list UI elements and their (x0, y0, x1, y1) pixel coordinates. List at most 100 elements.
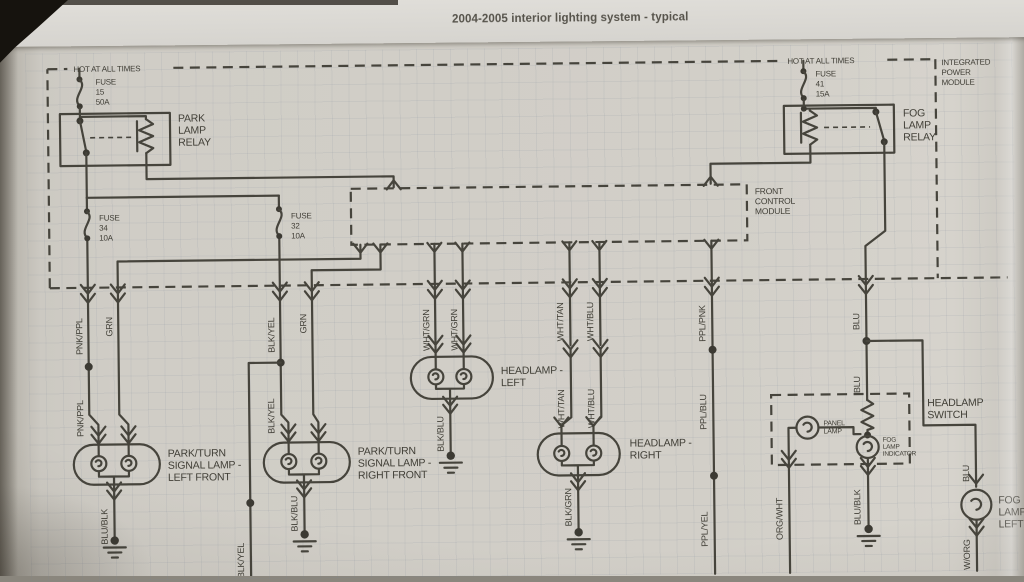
fuse-41-symbol (799, 67, 808, 103)
svg-text:SWITCH: SWITCH (927, 409, 967, 421)
fuse-41-label: FUSE (815, 69, 836, 78)
wire-label-ppl-pnk: PPL/PNK (697, 305, 707, 342)
park-lamp-relay: FUSE 15 50A PARK LAMP RELAY (58, 67, 395, 199)
svg-text:MODULE: MODULE (942, 78, 975, 87)
page-left-edge-shadow (0, 38, 18, 576)
wire-label-wht-tan: WHT/TAN (556, 389, 566, 428)
pt-right-label: PARK/TURN (358, 445, 416, 458)
svg-text:32: 32 (291, 221, 300, 230)
park-turn-lamp-right-front: PARK/TURN SIGNAL LAMP - RIGHT FRONT (246, 285, 432, 576)
headlamp-right-label: HEADLAMP - (630, 437, 693, 450)
wire-label-wht-grn: WHT/GRN (449, 309, 459, 351)
wire-label-blu-blk: BLU/BLK (852, 489, 862, 525)
fog-relay-label: FOG (903, 107, 925, 119)
headlamp-right: HEADLAMP - RIGHT (536, 338, 693, 551)
bulb-icon (280, 452, 298, 471)
bulb-icon (553, 444, 571, 463)
wire-label-org-wht: ORG/WHT (774, 497, 784, 540)
park-relay-label: PARK (178, 112, 205, 124)
svg-text:15A: 15A (816, 89, 831, 98)
bulb-icon (310, 452, 328, 470)
svg-text:INDICATOR: INDICATOR (883, 450, 917, 457)
junction-dot (710, 471, 719, 480)
panel-lamp-bulb (795, 415, 820, 440)
headlamp-switch: PANEL LAMP FOG LAMP INDICATOR HEADLAMP S… (769, 278, 984, 574)
ground-symbol (438, 450, 464, 474)
fuse-32-label: FUSE (291, 211, 312, 220)
headlamp-switch-label: HEADLAMP (927, 397, 983, 410)
wire-label-blk-grn: BLK/GRN (563, 488, 573, 526)
wire-label-blk-yel: BLK/YEL (266, 317, 276, 352)
bulb-icon (455, 367, 473, 386)
junction-dot (708, 345, 717, 354)
wire-label-pnk-ppl: PNK/PPL (75, 400, 85, 437)
wire-label-blu: BLU (961, 465, 971, 482)
park-turn-lamp-left-front: PARK/TURN SIGNAL LAMP - LEFT FRONT (72, 287, 242, 559)
ground-symbol (856, 523, 881, 548)
fuse-34-and-32: FUSE 34 10A FUSE 32 10A (82, 194, 312, 290)
pt-left-label: PARK/TURN (168, 447, 226, 460)
svg-text:RIGHT FRONT: RIGHT FRONT (358, 469, 428, 482)
bulb-icon (585, 444, 603, 462)
svg-text:34: 34 (99, 224, 108, 233)
ground-symbol (292, 528, 317, 553)
fuse-15-label: FUSE (95, 77, 116, 86)
svg-text:CONTROL: CONTROL (755, 196, 796, 206)
panel-lamp-label: PANEL (823, 420, 845, 427)
svg-text:LAMP: LAMP (178, 124, 206, 136)
hot-at-all-times-right: HOT AT ALL TIMES (787, 56, 854, 66)
wire-label-blk-yel: BLK/YEL (266, 398, 276, 433)
svg-text:LAMP: LAMP (903, 119, 931, 131)
wire-label-wht-grn: WHT/GRN (421, 309, 431, 351)
wire-label-blk-blu: BLK/BLU (435, 416, 445, 452)
wire-label-pnk-ppl: PNK/PPL (74, 318, 84, 355)
wire-label-grn: GRN (298, 314, 308, 334)
resistor-symbol (860, 398, 875, 432)
svg-text:10A: 10A (291, 231, 306, 240)
wire-label-ppl-blu: PPL/BLU (698, 394, 708, 430)
fuse-32-symbol (274, 205, 284, 241)
headlamp-left: HEADLAMP - LEFT (409, 334, 564, 474)
wire-label-w-org: W/ORG (962, 539, 972, 570)
svg-text:RELAY: RELAY (178, 136, 211, 148)
fuse-15-symbol (75, 75, 84, 111)
hot-at-all-times-left: HOT AT ALL TIMES (73, 64, 140, 74)
svg-text:LAMP: LAMP (823, 428, 842, 435)
svg-text:POWER: POWER (941, 68, 971, 77)
wire-labels: PNK/PPL GRN BLK/YEL GRN WHT/GRN WHT/GRN … (74, 302, 972, 576)
fog-lamp-label: FOG (998, 494, 1020, 506)
book-top-edge (46, 0, 398, 5)
wire-label-blu: BLU (852, 376, 862, 393)
fog-relay-coil (799, 109, 819, 146)
wire-label-wht-tan: WHT/TAN (555, 302, 565, 341)
svg-text:LEFT: LEFT (501, 377, 527, 389)
wire-label-blu-blk: BLU/BLK (99, 509, 109, 545)
svg-text:RELAY: RELAY (903, 131, 936, 143)
ipm-connectors (79, 274, 875, 304)
ground-symbol (566, 526, 591, 551)
ipm-label: INTEGRATED (941, 58, 990, 68)
headlamp-left-label: HEADLAMP - (501, 364, 564, 377)
page-right-curl (996, 0, 1024, 576)
svg-text:41: 41 (816, 79, 825, 88)
svg-text:50A: 50A (96, 98, 111, 107)
fog-lamp-left: FOG LAMP - LEFT (960, 473, 1024, 572)
fcm-label: FRONT (755, 186, 783, 196)
integrated-power-module: HOT AT ALL TIMES HOT AT ALL TIMES INTEGR… (46, 56, 1008, 290)
svg-text:MODULE: MODULE (755, 206, 791, 216)
fuse-34-symbol (82, 207, 92, 243)
svg-text:LEFT FRONT: LEFT FRONT (168, 471, 231, 484)
fog-lamp-relay: FUSE 41 15A FOG LAMP RELAY (709, 59, 936, 282)
svg-text:SIGNAL LAMP -: SIGNAL LAMP - (168, 459, 242, 472)
wire-label-blk-yel: BLK/YEL (236, 543, 246, 576)
page-title: 2004-2005 interior lighting system - typ… (451, 11, 689, 26)
park-relay-coil (135, 117, 155, 155)
wire-label-wht-blu: WHT/BLU (586, 389, 596, 428)
svg-text:10A: 10A (99, 234, 114, 243)
fuse-34-label: FUSE (99, 213, 120, 222)
bulb-icon (427, 368, 445, 386)
wire-label-grn: GRN (104, 317, 114, 337)
wire-label-ppl-yel: PPL/YEL (699, 511, 709, 546)
